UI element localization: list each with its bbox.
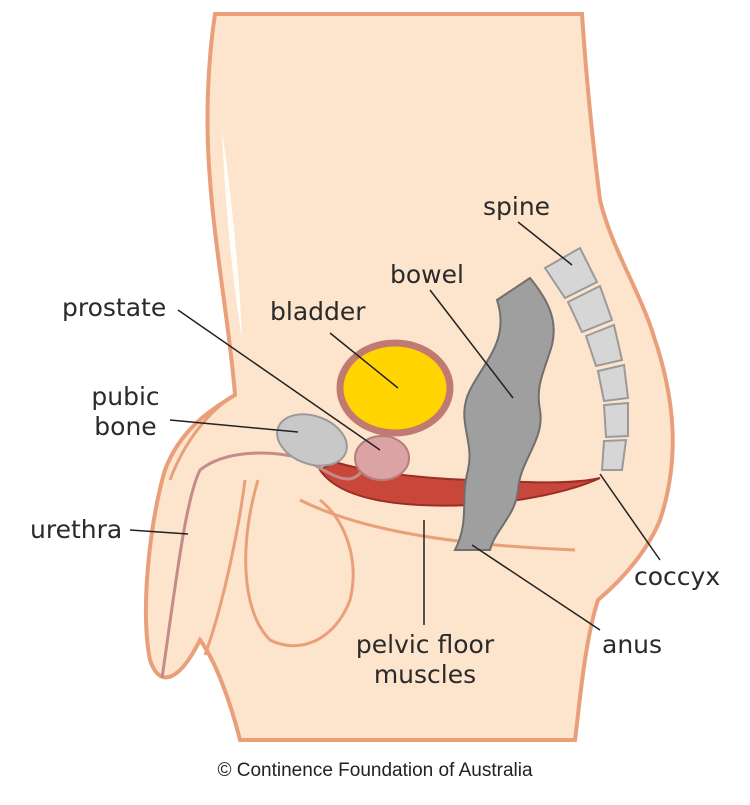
coccyx-leader-line (599, 473, 661, 561)
prostate-leader-line (177, 309, 381, 451)
scrotum-outline (244, 479, 355, 648)
label-urethra: urethra (30, 515, 123, 544)
label-pelvic-floor-line2: muscles (373, 660, 477, 689)
label-pelvic-floor-line1: pelvic floor (355, 630, 495, 659)
bowel-shape (453, 276, 555, 551)
vertebra (584, 323, 624, 368)
pelvic-floor-muscle (318, 460, 601, 507)
label-anus: anus (602, 630, 663, 659)
bowel-leader-line (429, 289, 514, 399)
label-pubic-bone: pubic bone (78, 382, 173, 442)
label-pubic-bone-line1: pubic (91, 382, 160, 411)
urethra-leader-line (129, 529, 189, 535)
penis-outline (168, 393, 247, 656)
vertebra (566, 284, 614, 334)
vertebra (543, 246, 599, 300)
label-bowel: bowel (390, 260, 464, 289)
prostate-shape (354, 435, 410, 481)
pubic-bone-shape (276, 413, 348, 467)
anus-leader-line (471, 544, 601, 631)
label-coccyx: coccyx (634, 562, 721, 591)
vertebra (600, 438, 628, 471)
label-pelvic-floor-muscles: pelvic floor muscles (340, 630, 510, 690)
vertebra (596, 363, 630, 403)
bladder-leader-line (329, 332, 399, 389)
label-spine: spine (483, 192, 551, 221)
bladder-shape (336, 339, 454, 437)
label-bladder: bladder (270, 297, 366, 326)
spine-leader-line (517, 221, 573, 266)
pubic-bone-leader-line (169, 419, 299, 433)
pelvic-contour (299, 498, 576, 552)
vertebra (602, 401, 629, 439)
label-pubic-bone-line2: bone (94, 412, 157, 441)
label-prostate: prostate (62, 293, 167, 322)
copyright-credit: © Continence Foundation of Australia (217, 760, 533, 781)
spine-vertebrae (543, 246, 630, 471)
skin-highlight (222, 130, 242, 340)
urethra-tube (160, 451, 372, 679)
